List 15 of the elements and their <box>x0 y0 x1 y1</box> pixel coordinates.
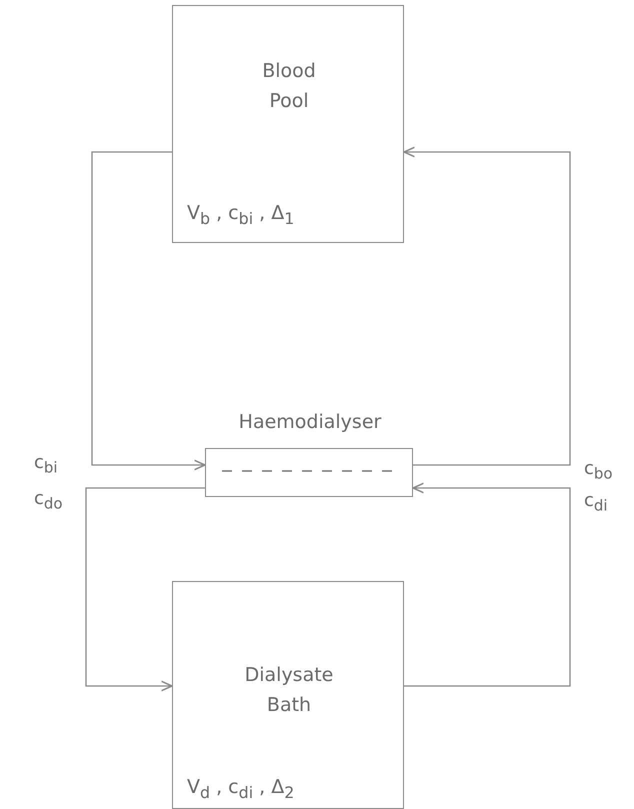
edge-label: c$_{di}$ <box>584 490 608 515</box>
arrow <box>404 482 571 687</box>
process-box <box>172 581 404 809</box>
edge-label: c$_{bo}$ <box>584 458 613 483</box>
arrow <box>91 151 206 470</box>
arrow <box>403 146 571 466</box>
node-title: Blood Pool <box>261 59 317 114</box>
edge-label: c$_{bi}$ <box>34 452 58 477</box>
node-title: Haemodialyser <box>238 411 382 433</box>
arrow <box>85 487 205 692</box>
edge-label: c$_{do}$ <box>34 488 63 513</box>
parameter-list: V$_{b}$ , c$_{bi}$ , Δ$_{1}$ <box>187 202 401 228</box>
process-box <box>172 5 404 243</box>
node-title: Dialysate Bath <box>244 663 334 718</box>
parameter-list: V$_{d}$ , c$_{di}$ , Δ$_{2}$ <box>187 776 401 802</box>
